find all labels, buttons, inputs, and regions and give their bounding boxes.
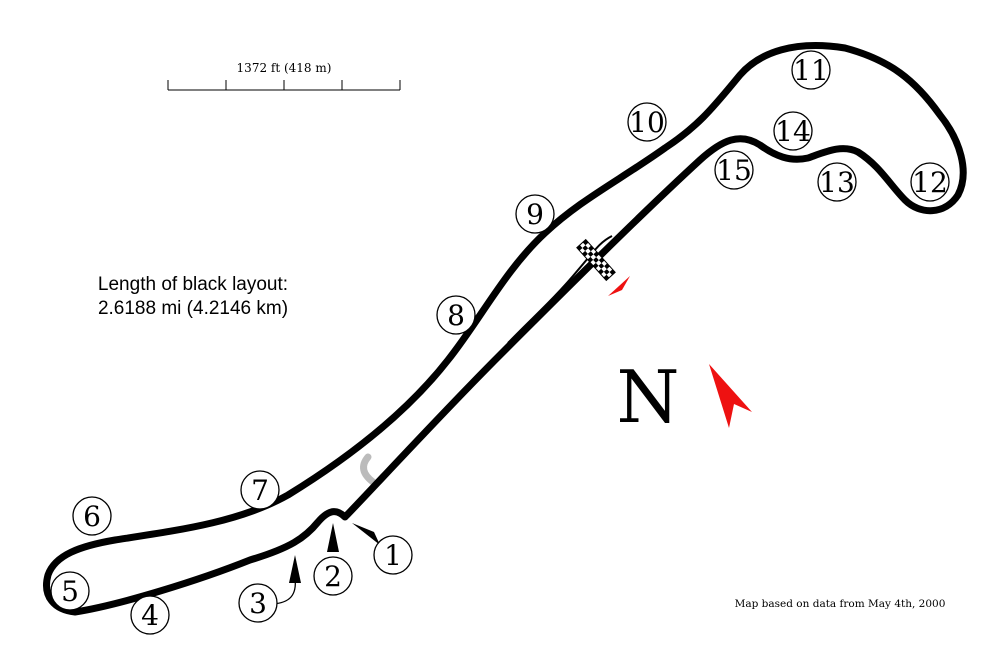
turn-circle (817, 162, 857, 202)
corner-1-marker-icon (352, 523, 380, 545)
scale-bar: 1372 ft (418 m) (167, 61, 401, 91)
turn-circle (130, 595, 170, 635)
turn-circle (773, 111, 813, 151)
turn-marker-1: 1 (373, 535, 413, 575)
turn-circle (238, 583, 278, 623)
turn-marker-13: 13 (817, 162, 857, 202)
turn-circle (714, 150, 754, 190)
direction-arrow-icon (608, 276, 630, 296)
turn-number: 4 (141, 599, 159, 632)
turn-circle (436, 295, 476, 335)
scale-bar-label: 1372 ft (418 m) (237, 61, 332, 75)
turn-circle (627, 102, 667, 142)
turn-number: 12 (912, 166, 948, 199)
turn-marker-8: 8 (436, 295, 476, 335)
turn-number: 3 (249, 587, 267, 620)
turn-number: 5 (61, 575, 79, 608)
turn-circle (373, 535, 413, 575)
turn-circle (791, 50, 831, 90)
turn-circle (910, 162, 950, 202)
turn-circle (240, 470, 280, 510)
turn-marker-9: 9 (515, 194, 555, 234)
turn-number: 14 (775, 115, 811, 148)
turn-number: 9 (526, 198, 544, 231)
layout-length-value: 2.6188 mi (4.2146 km) (98, 298, 288, 319)
turn-marker-11: 11 (791, 50, 831, 90)
turn-number: 13 (819, 166, 855, 199)
turn-marker-7: 7 (240, 470, 280, 510)
north-label: N (617, 355, 680, 439)
turn-number: 6 (83, 500, 101, 533)
turn-marker-3: 3 (238, 583, 278, 623)
turn-marker-2: 2 (313, 556, 353, 596)
circuit-track (43, 42, 967, 616)
layout-length-label: Length of black layout: (98, 274, 288, 295)
corner-3-marker-icon (289, 555, 301, 583)
layout-length: Length of black layout: 2.6188 mi (4.214… (98, 274, 288, 319)
turn-number: 11 (793, 54, 829, 87)
corner-2-marker-icon (327, 523, 339, 552)
turn-marker-14: 14 (773, 111, 813, 151)
turn-marker-10: 10 (627, 102, 667, 142)
turn-number: 1 (384, 539, 402, 572)
turn-circle (50, 571, 90, 611)
turn-number: 2 (324, 560, 342, 593)
turn-circle (313, 556, 353, 596)
north-arrow-icon (709, 364, 752, 428)
turn-circle (515, 194, 555, 234)
pit-lane (507, 235, 613, 344)
turn-number: 8 (447, 299, 465, 332)
turn-number: 15 (716, 154, 752, 187)
turn-number: 7 (251, 474, 269, 507)
turn-marker-6: 6 (72, 496, 112, 536)
turn-number: 10 (629, 106, 665, 139)
start-finish-flag (576, 238, 616, 282)
turn-circle (72, 496, 112, 536)
alternate-section (360, 453, 377, 486)
footnote: Map based on data from May 4th, 2000 (735, 598, 946, 610)
turn-marker-5: 5 (50, 571, 90, 611)
turn-marker-15: 15 (714, 150, 754, 190)
turn-marker-4: 4 (130, 595, 170, 635)
turn-marker-12: 12 (910, 162, 950, 202)
